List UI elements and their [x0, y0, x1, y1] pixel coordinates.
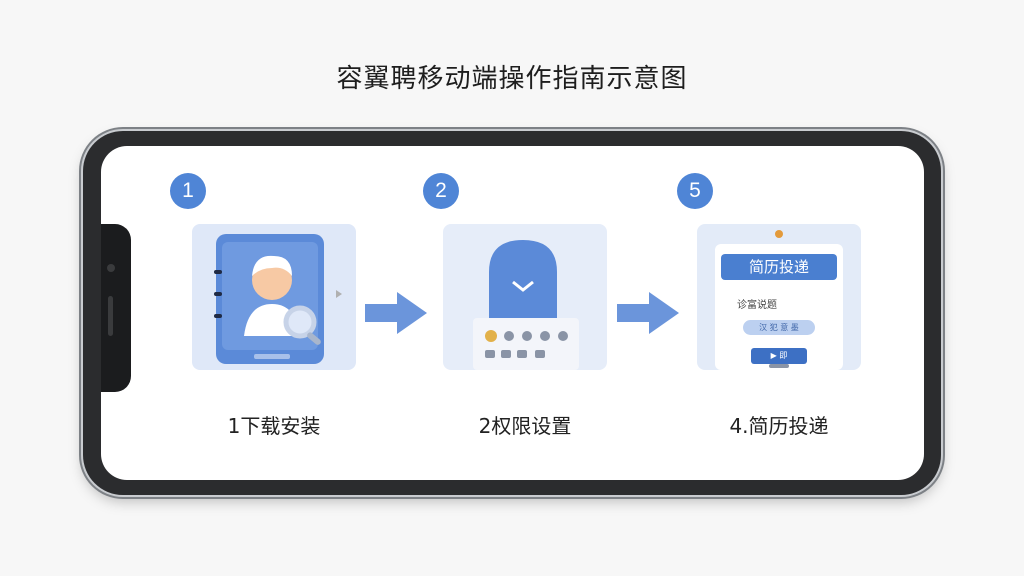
phone-user-search-icon	[214, 234, 342, 364]
arrow-right-icon	[617, 292, 679, 334]
step-caption: 1下载安装	[227, 414, 321, 438]
resume-title: 简历投递	[721, 254, 837, 280]
volume-button	[288, 127, 342, 132]
arrow-right-icon	[365, 292, 427, 334]
lock-permission-icon	[473, 240, 579, 370]
side-button	[265, 494, 311, 499]
step-card	[192, 224, 356, 370]
side-button	[358, 494, 400, 499]
step-badge: 2	[423, 173, 459, 209]
step-badge: 5	[677, 173, 713, 209]
step-badge: 1	[170, 173, 206, 209]
side-button	[200, 494, 234, 499]
page-title: 容翼聘移动端操作指南示意图	[336, 64, 688, 94]
step-card	[443, 224, 607, 370]
phone-screen: 1 1下载安装 2	[101, 146, 924, 480]
resume-pill: 汉 犯 意 墨	[743, 320, 815, 335]
phone-notch	[101, 224, 131, 392]
step-card: 简历投递 诊富说题 汉 犯 意 墨 ▶ 即	[697, 224, 861, 370]
volume-button	[360, 127, 416, 132]
step-caption: 4.简历投递	[729, 414, 829, 438]
step-caption: 2权限设置	[478, 414, 572, 438]
resume-text: 诊富说题	[737, 300, 777, 311]
camera-icon	[107, 264, 115, 272]
speaker-icon	[108, 296, 113, 336]
resume-submit-button: ▶ 即	[751, 348, 807, 364]
